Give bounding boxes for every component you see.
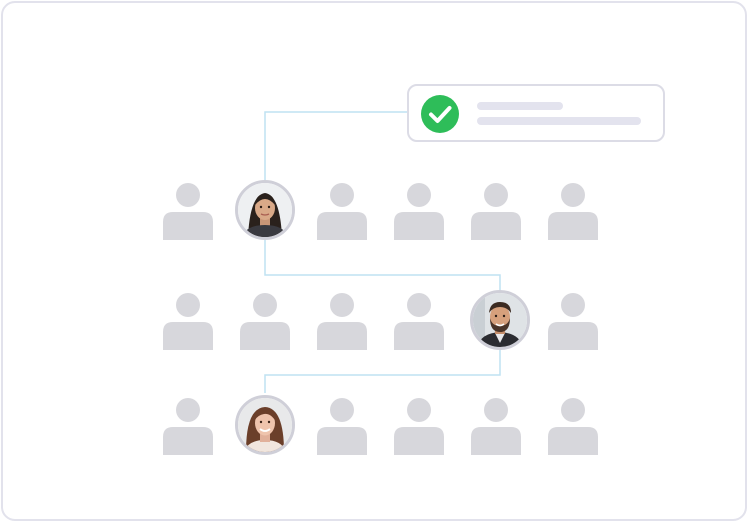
person-placeholder-icon xyxy=(394,293,444,350)
connector-lines xyxy=(264,111,501,393)
person-placeholder-icon xyxy=(317,183,367,240)
woman-portrait-icon xyxy=(238,183,292,237)
person-placeholder-icon xyxy=(548,293,598,350)
avatar-man[interactable] xyxy=(470,290,530,350)
skeleton-line-short xyxy=(477,102,563,110)
person-placeholder-icon xyxy=(317,398,367,455)
person-placeholder-icon xyxy=(548,183,598,240)
person-placeholder-icon xyxy=(394,398,444,455)
skeleton-line-long xyxy=(477,117,641,125)
check-circle-icon xyxy=(421,95,459,133)
avatar-woman-1[interactable] xyxy=(235,180,295,240)
status-card xyxy=(407,84,665,142)
person-placeholder-icon xyxy=(394,183,444,240)
person-placeholder-icon xyxy=(240,293,290,350)
man-portrait-icon xyxy=(473,293,527,347)
person-placeholder-icon xyxy=(471,398,521,455)
person-placeholder-icon xyxy=(163,293,213,350)
woman-portrait-icon xyxy=(238,398,292,452)
person-placeholder-icon xyxy=(163,398,213,455)
person-placeholder-icon xyxy=(163,183,213,240)
person-placeholder-icon xyxy=(317,293,367,350)
avatar-woman-2[interactable] xyxy=(235,395,295,455)
person-placeholder-icon xyxy=(471,183,521,240)
person-placeholder-icon xyxy=(548,398,598,455)
